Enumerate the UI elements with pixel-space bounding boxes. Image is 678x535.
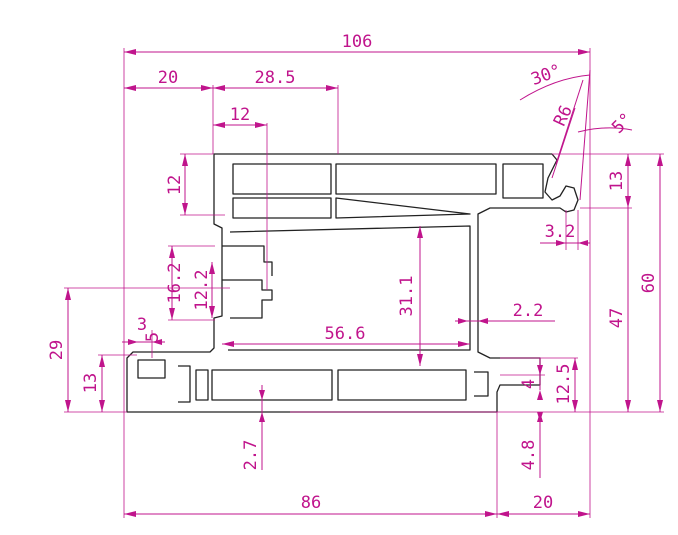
dim-31-1: 31.1 — [397, 276, 417, 317]
dim-12-left: 12 — [165, 175, 185, 195]
dim-20-bottom: 20 — [533, 493, 553, 513]
dimension-labels: 106 20 28.5 12 30° R6 5° 12 13 3.2 60 47… — [47, 32, 659, 513]
dim-3-2: 3.2 — [545, 222, 576, 242]
dim-29: 29 — [47, 340, 67, 360]
dim-60: 60 — [639, 273, 659, 293]
dim-4: 4 — [519, 379, 539, 389]
dim-20-top: 20 — [158, 68, 178, 88]
dim-12-2: 12.2 — [192, 270, 212, 311]
dim-16-2: 16.2 — [165, 263, 185, 304]
dim-5-small: 5 — [143, 332, 163, 342]
dim-2-7: 2.7 — [241, 440, 261, 471]
dim-47: 47 — [607, 308, 627, 328]
dim-4-8: 4.8 — [519, 440, 539, 471]
dim-R6: R6 — [550, 102, 577, 129]
dim-86: 86 — [301, 493, 321, 513]
dim-13-left: 13 — [81, 373, 101, 393]
dim-30-deg: 30° — [528, 61, 564, 90]
dim-13-right: 13 — [607, 171, 627, 191]
extension-lines — [64, 48, 664, 518]
dim-12-5: 12.5 — [554, 364, 574, 405]
dim-106: 106 — [342, 32, 373, 52]
dimension-lines — [65, 49, 663, 517]
dim-28-5: 28.5 — [255, 68, 296, 88]
dim-56-6: 56.6 — [325, 324, 366, 344]
dim-5-deg: 5° — [608, 109, 637, 138]
dim-12-top: 12 — [230, 105, 250, 125]
dim-3-small: 3 — [137, 315, 147, 335]
dim-2-2: 2.2 — [513, 301, 544, 321]
